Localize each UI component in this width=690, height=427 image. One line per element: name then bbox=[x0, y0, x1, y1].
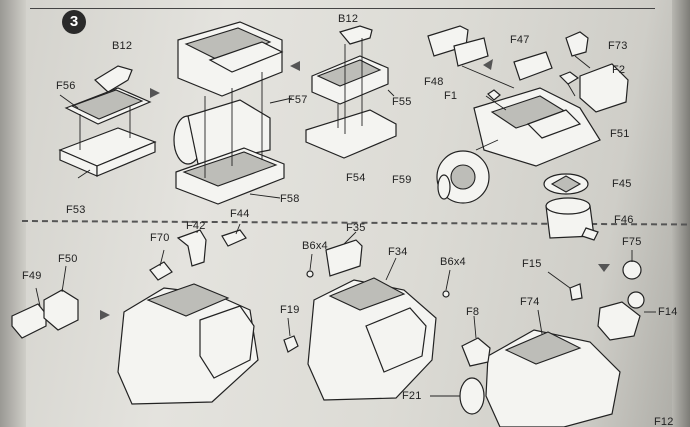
intake-assembly-small bbox=[58, 65, 157, 179]
label-f45: F45 bbox=[612, 178, 632, 190]
label-f75: F75 bbox=[622, 236, 642, 248]
label-f34: F34 bbox=[388, 246, 408, 258]
engine-block-right bbox=[430, 250, 656, 427]
label-f44: F44 bbox=[230, 208, 250, 220]
label-f73: F73 bbox=[608, 40, 628, 52]
label-f54: F54 bbox=[346, 172, 366, 184]
page-binding-shadow bbox=[0, 0, 26, 427]
label-f59: F59 bbox=[392, 174, 412, 186]
engine-block-middle bbox=[283, 231, 451, 401]
engine-upper-assembly bbox=[427, 25, 629, 204]
engine-block-left bbox=[117, 223, 259, 405]
label-f57: F57 bbox=[288, 94, 308, 106]
label-b12-top-middle: B12 bbox=[338, 13, 359, 25]
label-f49: F49 bbox=[22, 270, 42, 282]
blower-parts-f45-f46 bbox=[543, 173, 599, 241]
label-f35: F35 bbox=[346, 222, 366, 234]
label-f74: F74 bbox=[520, 296, 540, 308]
label-f15: F15 bbox=[522, 258, 542, 270]
label-f2: F2 bbox=[612, 64, 626, 76]
label-f48: F48 bbox=[424, 76, 444, 88]
label-f56: F56 bbox=[56, 80, 76, 92]
page-right-edge bbox=[672, 0, 690, 427]
engine-block-pan-assembly bbox=[173, 21, 293, 205]
label-f70: F70 bbox=[150, 232, 170, 244]
label-f58: F58 bbox=[280, 193, 300, 205]
label-f21: F21 bbox=[402, 390, 422, 402]
step-number-badge: 3 bbox=[62, 10, 86, 34]
label-f12: F12 bbox=[654, 416, 674, 427]
pulley-parts-f49-f50 bbox=[11, 265, 79, 339]
label-f50: F50 bbox=[58, 253, 78, 265]
label-f14: F14 bbox=[658, 306, 678, 318]
label-b12-top-left: B12 bbox=[112, 40, 133, 52]
label-f51: F51 bbox=[610, 128, 630, 140]
label-f53: F53 bbox=[66, 204, 86, 216]
label-f8: F8 bbox=[466, 306, 480, 318]
label-f1: F1 bbox=[444, 90, 458, 102]
label-f47: F47 bbox=[510, 34, 530, 46]
label-b6x4-right: B6x4 bbox=[440, 256, 466, 268]
intake-assembly-large bbox=[305, 25, 397, 159]
top-border-line bbox=[30, 8, 655, 9]
label-f19: F19 bbox=[280, 304, 300, 316]
label-f42: F42 bbox=[186, 220, 206, 232]
label-f46: F46 bbox=[614, 214, 634, 226]
label-b6x4-left: B6x4 bbox=[302, 240, 328, 252]
label-f55: F55 bbox=[392, 96, 412, 108]
